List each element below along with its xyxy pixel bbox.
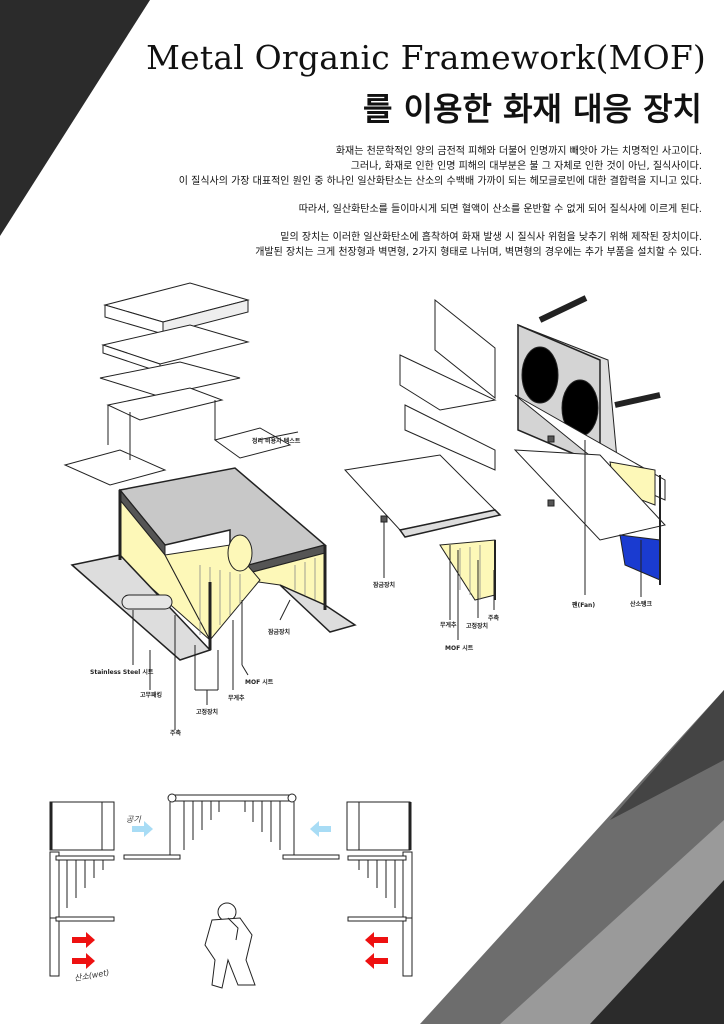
label-axis: 주축	[170, 730, 182, 737]
wall-label-weight: 무게추	[440, 622, 457, 629]
title-line-2: 를 이용한 화재 대응 장치	[363, 90, 702, 128]
description-line: 이 질식사의 가장 대표적인 원인 중 하나인 일산화탄소는 산소의 수백배 가…	[178, 176, 702, 187]
description: 화재는 천문학적인 양의 금전적 피해와 더불어 인명까지 빼앗아 가는 치명적…	[179, 144, 702, 260]
label-top-note: 정리 비용자 텍스트	[252, 438, 301, 445]
label-fixing: 고정장치	[196, 709, 219, 716]
label-air: 공기	[126, 815, 141, 824]
description-line: 밑의 장치는 이러한 일산화탄소에 흡착하여 화재 발생 시 질식사 위험을 낮…	[280, 232, 702, 243]
title-line-1: Metal Organic Framework(MOF)	[146, 38, 706, 77]
description-line: 화재는 천문학적인 양의 금전적 피해와 더불어 인명까지 빼앗아 가는 치명적…	[335, 146, 702, 157]
wall-label-axis: 주축	[488, 615, 500, 622]
wall-label-lock: 잠금장치	[373, 582, 396, 589]
wall-label-fixing: 고정장치	[466, 623, 489, 630]
description-line: 개발된 장치는 크게 천장형과 벽면형, 2가지 형태로 나뉘며, 벽면형의 경…	[255, 247, 702, 258]
label-rubber: 고무패킹	[140, 692, 163, 699]
label-weight: 무게추	[228, 695, 245, 702]
wall-label-fan: 팬(Fan)	[572, 602, 596, 609]
label-mof: MOF 시트	[245, 679, 274, 686]
description-line: 따라서, 일산화탄소를 들이마시게 되면 혈액이 산소를 운반할 수 없게 되어…	[298, 204, 702, 215]
wall-label-oxygen-tank: 산소탱크	[630, 601, 653, 608]
description-line: 그러나, 화재로 인한 인명 피해의 대부분은 불 그 자체로 인한 것이 아닌…	[350, 161, 702, 172]
label-lock: 잠금장치	[268, 629, 291, 636]
label-stainless: Stainless Steel 시트	[90, 669, 154, 676]
person-figure	[204, 902, 256, 989]
wall-label-mof: MOF 시트	[445, 645, 474, 652]
